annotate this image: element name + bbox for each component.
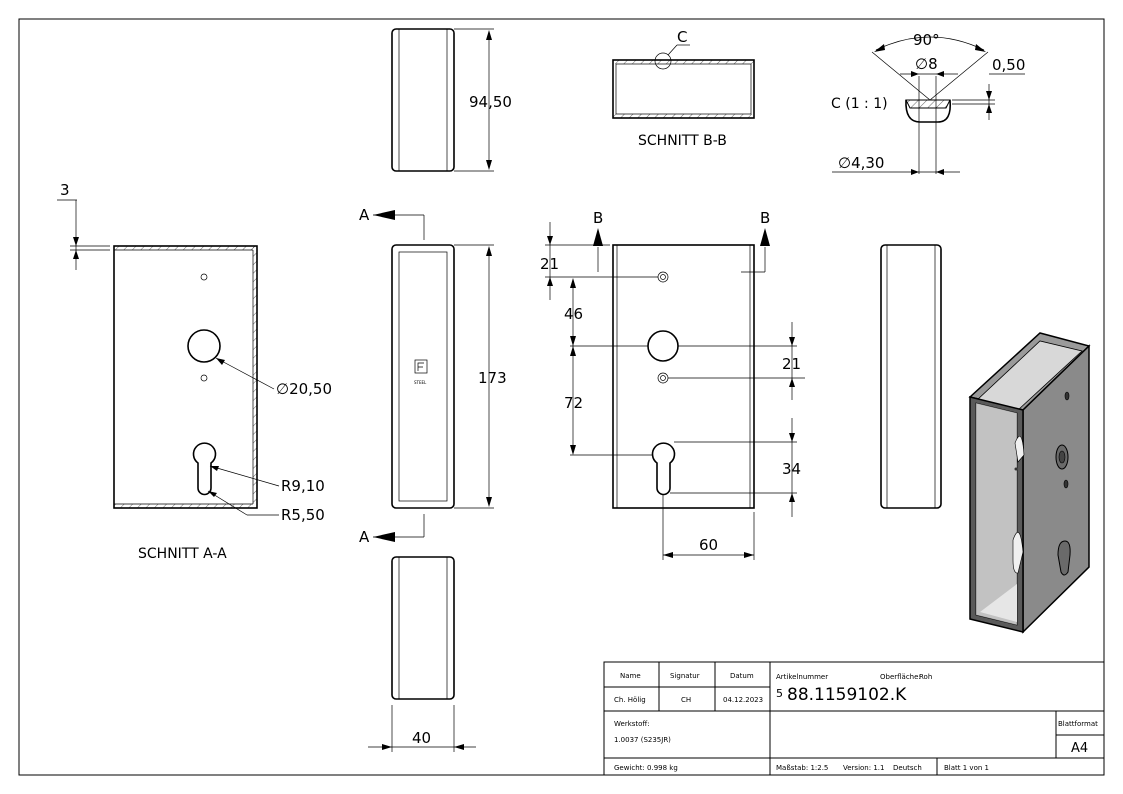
bottom-side-view: 40 bbox=[368, 556, 476, 752]
detail-c-scale-label: C (1 : 1) bbox=[831, 96, 888, 112]
tb-blatt: Blatt 1 von 1 bbox=[944, 764, 989, 772]
section-aa-label: SCHNITT A-A bbox=[138, 546, 227, 562]
right-side-view bbox=[880, 244, 942, 509]
cut-b-left: B bbox=[593, 209, 603, 227]
tb-artikel-number: 88.1159102.K bbox=[787, 685, 907, 705]
svg-text:STEEL: STEEL bbox=[414, 380, 427, 385]
tb-gewicht: Gewicht: 0.998 kg bbox=[614, 764, 678, 772]
detail-c-marker: C bbox=[677, 28, 687, 46]
cut-a-bottom: A bbox=[359, 528, 370, 546]
tb-header-signatur: Signatur bbox=[670, 672, 700, 680]
section-aa-view: 3 ∅20,50 R9,10 R5,50 SCHNITT A-A bbox=[57, 181, 332, 562]
cut-b-right: B bbox=[760, 209, 770, 227]
dim-dia-small: ∅8 bbox=[915, 55, 938, 73]
dim-radius-outer: R9,10 bbox=[281, 477, 325, 495]
tb-version: Version: 1.1 bbox=[843, 764, 884, 772]
tb-sprache: Deutsch bbox=[893, 764, 922, 772]
tb-werkstoff-value: 1.0037 (S235JR) bbox=[614, 736, 671, 744]
dim-v72: 72 bbox=[564, 394, 583, 412]
tb-signatur: CH bbox=[681, 696, 691, 704]
dim-v34: 34 bbox=[782, 460, 801, 478]
tb-artikel-label: Artikelnummer bbox=[776, 673, 828, 681]
tb-blattformat-value: A4 bbox=[1071, 741, 1088, 756]
tb-oberflaeche-value: Roh bbox=[919, 673, 932, 681]
top-side-view: 94,50 bbox=[391, 28, 512, 172]
dim-chamfer: 0,50 bbox=[992, 56, 1025, 74]
dim-h60: 60 bbox=[699, 536, 718, 554]
detail-c-view: 90° ∅8 0,50 C (1 : 1) ∅4,30 bbox=[831, 31, 1025, 175]
tb-header-datum: Datum bbox=[730, 672, 754, 680]
tb-massstab: Maßstab: 1:2.5 bbox=[776, 764, 828, 772]
tb-blattformat-label: Blattformat bbox=[1058, 720, 1098, 728]
dim-v21-right: 21 bbox=[782, 355, 801, 373]
dim-depth-bottom: 40 bbox=[412, 729, 431, 747]
middle-side-view: A A STEEL 173 bbox=[359, 206, 507, 546]
sheet-border bbox=[18, 18, 1105, 776]
section-bb-label: SCHNITT B-B bbox=[638, 133, 727, 149]
dim-radius-inner: R5,50 bbox=[281, 506, 325, 524]
dim-angle: 90° bbox=[913, 31, 940, 49]
isometric-view bbox=[968, 332, 1091, 634]
dim-v46: 46 bbox=[564, 305, 583, 323]
tb-werkstoff-label: Werkstoff: bbox=[614, 720, 650, 728]
dim-height-front: 173 bbox=[478, 369, 507, 387]
title-block: Name Signatur Datum Ch. Hölig CH 04.12.2… bbox=[603, 661, 1105, 776]
tb-datum: 04.12.2023 bbox=[723, 696, 763, 704]
dim-hole-large: ∅20,50 bbox=[276, 380, 332, 398]
dim-v21-top: 21 bbox=[540, 255, 559, 273]
tb-header-name: Name bbox=[620, 672, 641, 680]
tb-name: Ch. Hölig bbox=[614, 696, 646, 704]
dim-wall: 3 bbox=[60, 181, 70, 199]
tb-artikel-prefix: 5 bbox=[776, 687, 783, 700]
section-bb-view: C SCHNITT B-B bbox=[612, 28, 755, 149]
logo-icon: STEEL bbox=[414, 359, 428, 385]
dim-height-side: 94,50 bbox=[469, 93, 512, 111]
cut-a-top: A bbox=[359, 206, 370, 224]
dim-dia-bore: ∅4,30 bbox=[838, 154, 884, 172]
tb-oberflaeche-label: Oberfläche: bbox=[880, 673, 921, 681]
front-view: B B 21 46 72 21 34 60 bbox=[540, 209, 805, 560]
